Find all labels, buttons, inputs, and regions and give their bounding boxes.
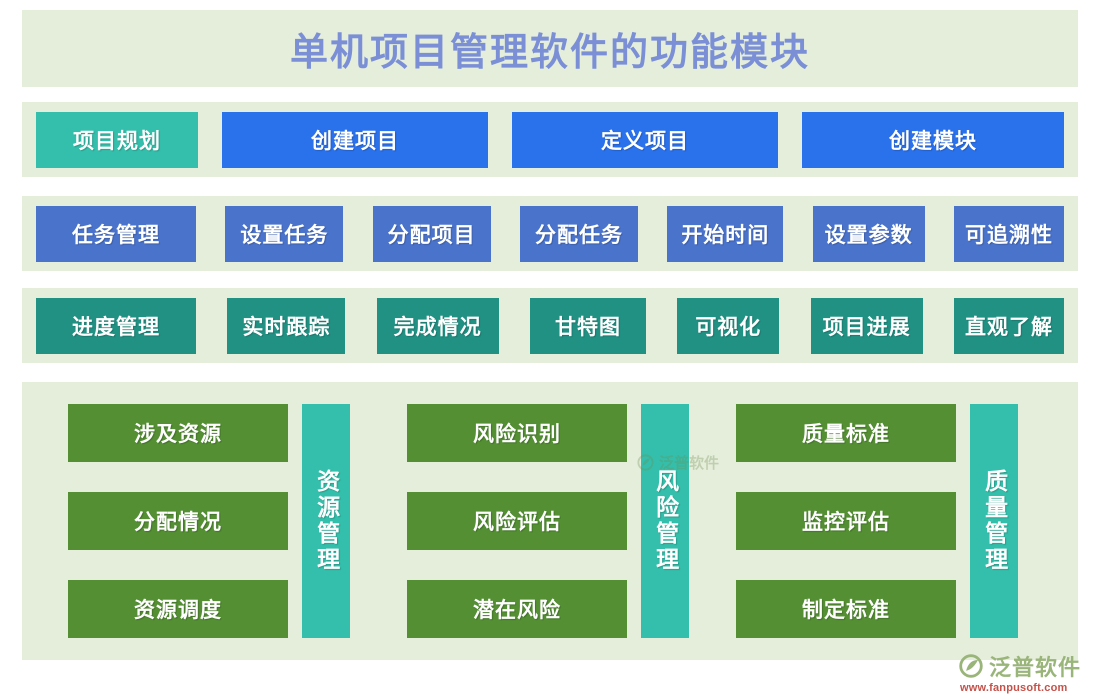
group-risk: 风险识别风险评估潜在风险风险管理 (407, 404, 689, 638)
title-panel: 单机项目管理软件的功能模块 (22, 10, 1078, 87)
page-title: 单机项目管理软件的功能模块 (289, 32, 810, 74)
chip-row1-2[interactable]: 创建项目 (222, 111, 488, 168)
bottom-groups-panel: 涉及资源分配情况资源调度资源管理 风险识别风险评估潜在风险风险管理 质量标准监控… (22, 382, 1078, 660)
group-resource: 涉及资源分配情况资源调度资源管理 (68, 404, 350, 638)
chip-row3-6[interactable]: 项目进展 (810, 297, 923, 354)
group-resource-item-2[interactable]: 分配情况 (68, 492, 288, 550)
group-risk-label[interactable]: 风险管理 (641, 404, 689, 638)
chip-row2-1[interactable]: 任务管理 (36, 205, 196, 262)
group-quality-label[interactable]: 质量管理 (970, 404, 1018, 638)
chip-row2-4[interactable]: 分配任务 (519, 205, 638, 262)
group-quality-item-3[interactable]: 制定标准 (736, 580, 956, 638)
group-resource-items: 涉及资源分配情况资源调度 (68, 404, 288, 638)
group-quality-item-1[interactable]: 质量标准 (736, 404, 956, 462)
chip-row3-1[interactable]: 进度管理 (36, 297, 196, 354)
group-risk-item-1[interactable]: 风险识别 (407, 404, 627, 462)
row-panel-progress-management: 进度管理实时跟踪完成情况甘特图可视化项目进展直观了解 (22, 288, 1078, 363)
chip-row3-4[interactable]: 甘特图 (529, 297, 646, 354)
chip-row2-3[interactable]: 分配项目 (372, 205, 491, 262)
group-resource-item-1[interactable]: 涉及资源 (68, 404, 288, 462)
logo-top: 泛普软件 (958, 650, 1081, 682)
chip-row1-3[interactable]: 定义项目 (512, 111, 778, 168)
group-quality-items: 质量标准监控评估制定标准 (736, 404, 956, 638)
chip-row3-3[interactable]: 完成情况 (376, 297, 499, 354)
logo-name: 泛普软件 (989, 655, 1082, 680)
chip-row2-5[interactable]: 开始时间 (667, 205, 784, 262)
row-panel-project-planning: 项目规划创建项目定义项目创建模块 (22, 102, 1078, 177)
logo: 泛普软件 www.fanpusoft.com (958, 650, 1090, 694)
group-quality: 质量标准监控评估制定标准质量管理 (736, 404, 1018, 638)
chip-row1-4[interactable]: 创建模块 (802, 111, 1064, 168)
group-risk-item-3[interactable]: 潜在风险 (407, 580, 627, 638)
group-resource-item-3[interactable]: 资源调度 (68, 580, 288, 638)
logo-url: www.fanpusoft.com (960, 682, 1068, 694)
group-risk-items: 风险识别风险评估潜在风险 (407, 404, 627, 638)
chip-row2-7[interactable]: 可追溯性 (953, 205, 1064, 262)
chip-row3-7[interactable]: 直观了解 (953, 297, 1064, 354)
group-quality-item-2[interactable]: 监控评估 (736, 492, 956, 550)
chip-row3-5[interactable]: 可视化 (677, 297, 780, 354)
group-risk-item-2[interactable]: 风险评估 (407, 492, 627, 550)
chip-row3-2[interactable]: 实时跟踪 (227, 297, 346, 354)
chip-row2-6[interactable]: 设置参数 (812, 205, 925, 262)
fanpu-logo-icon (959, 654, 983, 678)
group-resource-label[interactable]: 资源管理 (302, 404, 350, 638)
chip-row1-1[interactable]: 项目规划 (36, 111, 198, 168)
chip-row2-2[interactable]: 设置任务 (225, 205, 344, 262)
row-panel-task-management: 任务管理设置任务分配项目分配任务开始时间设置参数可追溯性 (22, 196, 1078, 271)
